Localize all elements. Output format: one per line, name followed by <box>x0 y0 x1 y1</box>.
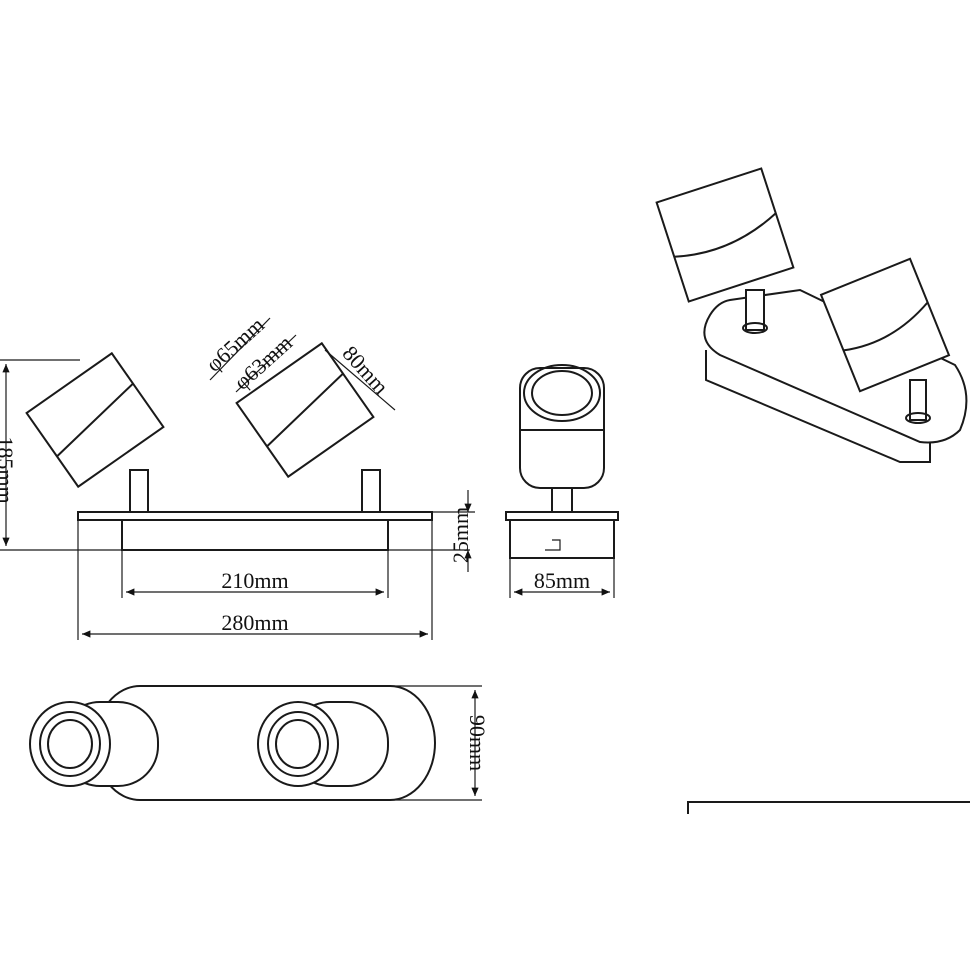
overall-width-label: 280mm <box>221 610 288 635</box>
height-overall-label: 185mm <box>0 436 18 503</box>
base-height-label: 25mm <box>448 507 473 563</box>
top-view: 90mm <box>29 685 490 801</box>
front-view: 185mm φ65mm φ63mm 80mm 25mm 210mm 280mm <box>0 312 475 640</box>
inner-width-label: 210mm <box>221 568 288 593</box>
top-depth-label: 90mm <box>465 715 490 771</box>
isometric-view <box>655 167 970 814</box>
side-depth-label: 85mm <box>534 568 590 593</box>
side-view: 85mm <box>505 364 619 598</box>
